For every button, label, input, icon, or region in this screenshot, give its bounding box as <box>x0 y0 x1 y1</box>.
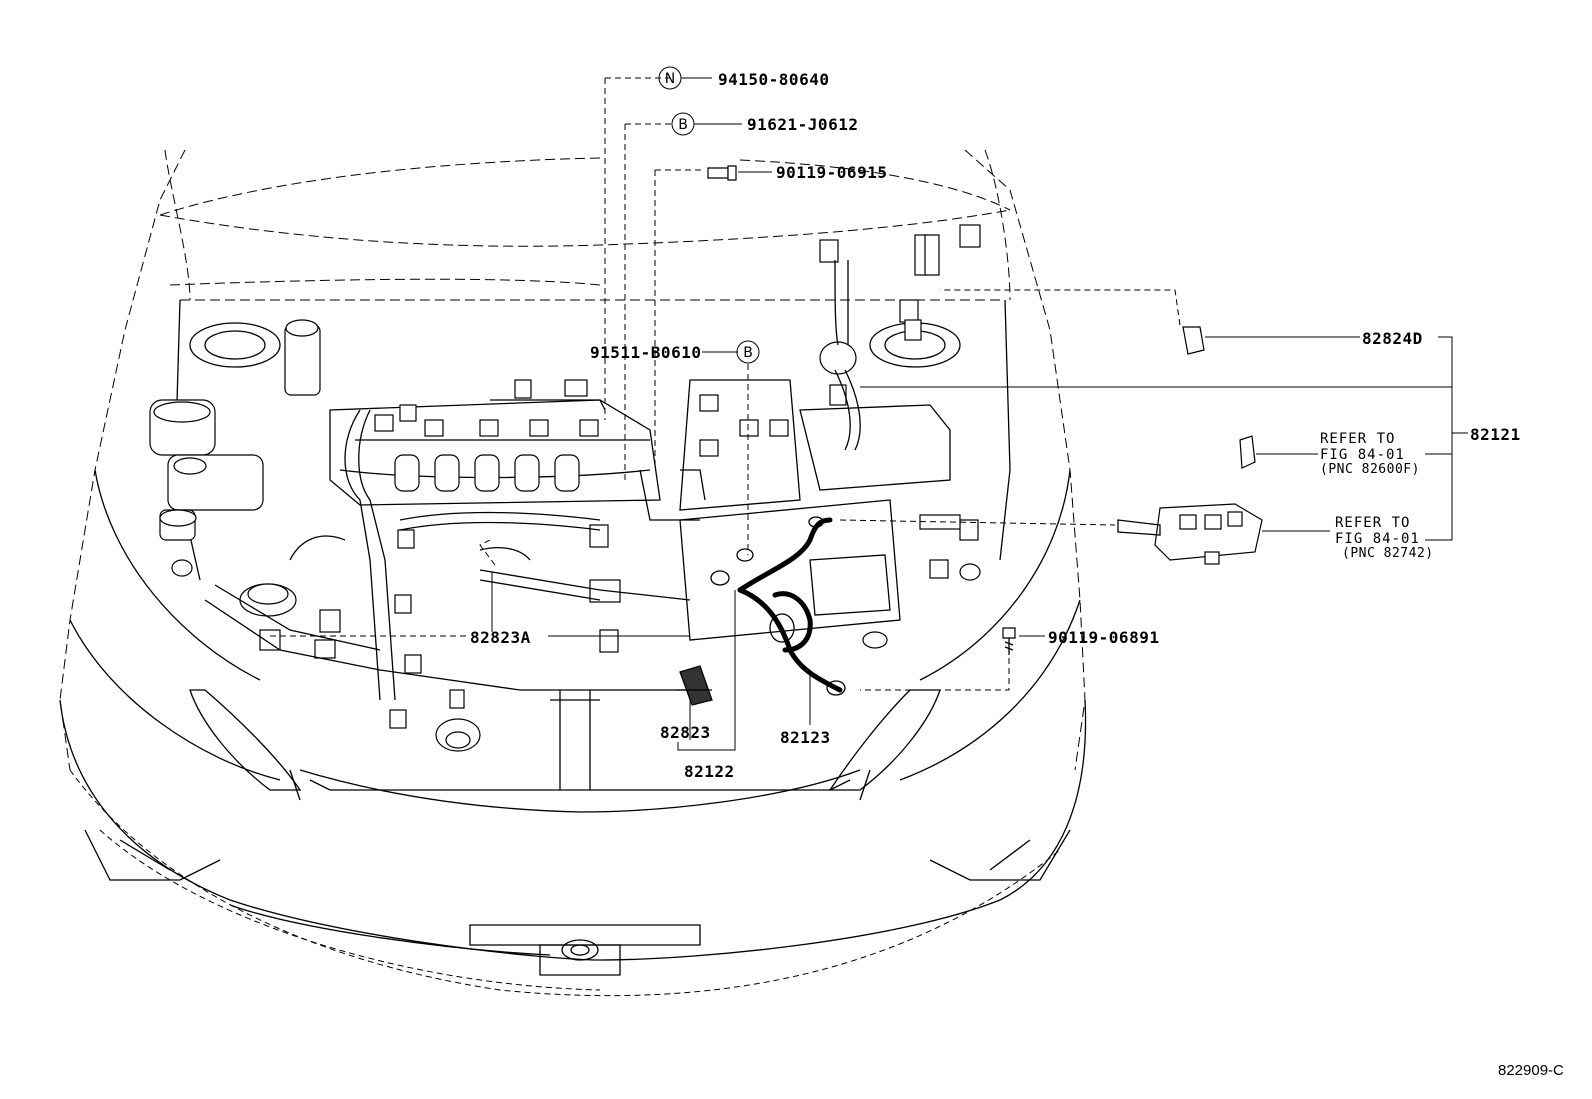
figure-code: 822909-C <box>1498 1062 1564 1079</box>
callout-markers: N B B <box>658 66 760 364</box>
label-82823: 82823 <box>660 723 711 742</box>
ref1-line2: FIG 84-01 <box>1320 447 1405 463</box>
label-90119-06891: 90119-06891 <box>1048 628 1159 647</box>
marker-b2-circle <box>736 340 760 364</box>
marker-n-letter: N <box>665 71 675 87</box>
car-body-outline <box>59 149 1087 997</box>
label-82824d: 82824D <box>1362 329 1423 348</box>
ref1-line1: REFER TO <box>1320 431 1395 447</box>
ref1-line3: (PNC 82600F) <box>1320 462 1420 477</box>
marker-n-circle <box>658 66 682 90</box>
label-82123: 82123 <box>780 728 831 747</box>
ref2-line2: FIG 84-01 <box>1335 531 1420 547</box>
marker-b-letter: B <box>678 117 688 133</box>
part-labels: 94150-80640 91621-J0612 90119-06915 9151… <box>470 70 1564 1079</box>
label-94150-80640: 94150-80640 <box>718 70 829 89</box>
label-91511-b0610: 91511-B0610 <box>590 343 701 362</box>
ref2-line3: (PNC 82742) <box>1342 546 1434 561</box>
label-90119-06915: 90119-06915 <box>776 163 887 182</box>
leader-lines <box>270 77 1468 751</box>
engine-components <box>149 224 981 790</box>
label-91621-j0612: 91621-J0612 <box>747 115 858 134</box>
callout-parts <box>707 165 1263 655</box>
ref2-line1: REFER TO <box>1335 515 1410 531</box>
marker-b-circle <box>671 112 695 136</box>
marker-b2-letter: B <box>743 345 753 361</box>
label-82823a: 82823A <box>470 628 531 647</box>
battery-cables <box>676 516 846 706</box>
label-82122: 82122 <box>684 762 735 781</box>
label-82121: 82121 <box>1470 425 1521 444</box>
